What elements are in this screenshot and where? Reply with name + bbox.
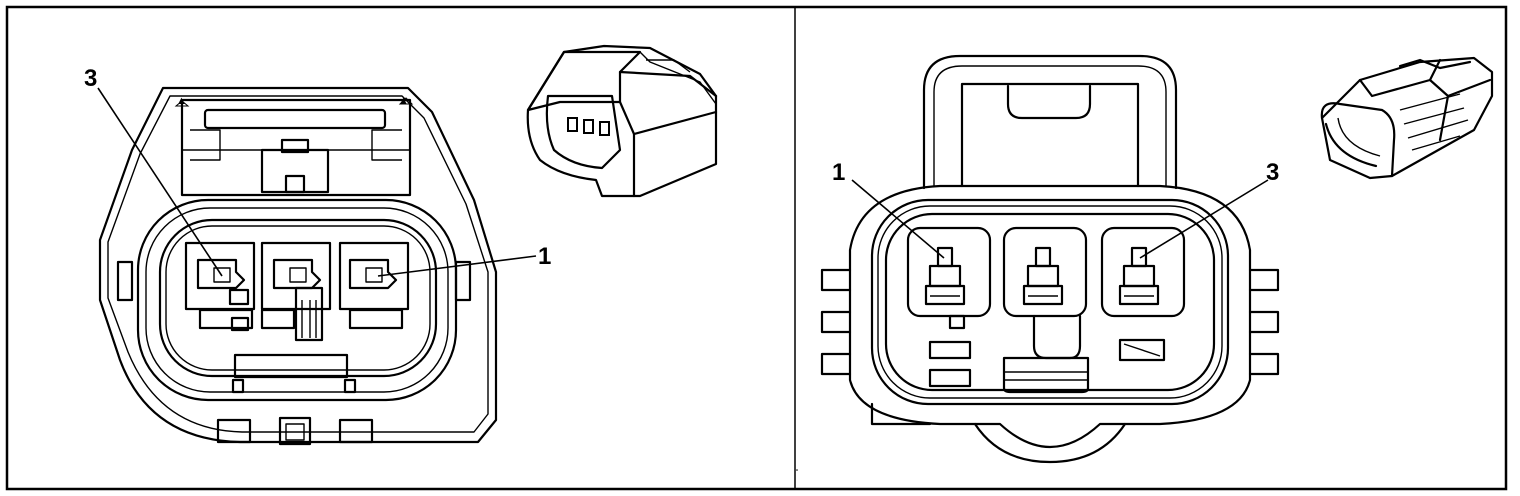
right-connector-face: [870, 198, 1230, 406]
outer-border: [5, 5, 1508, 491]
left-terminal-2: [260, 241, 332, 342]
left-label-pin1: 1: [538, 243, 551, 270]
left-leader-3: [97, 87, 223, 277]
left-leader-1: [377, 255, 537, 277]
left-terminal-3: [184, 241, 256, 332]
left-latch: [174, 97, 414, 197]
right-connector-thumbnail: [1320, 56, 1494, 180]
right-leader-1: [851, 179, 945, 259]
left-connector-thumbnail: [526, 44, 718, 198]
right-label-pin1: 1: [832, 159, 845, 186]
left-panel: ▲ ▲: [84, 44, 718, 446]
left-terminal-1: [338, 241, 410, 330]
right-terminal-3: [1100, 226, 1186, 318]
left-housing-outline: [98, 86, 498, 444]
warning-triangle-right: ▲: [398, 95, 409, 107]
left-label-pin3: 3: [84, 65, 97, 92]
right-terminal-2: [1002, 226, 1088, 318]
left-connector-face: [136, 198, 458, 402]
right-label-pin3: 3: [1266, 159, 1279, 186]
right-panel: 1 3: [820, 54, 1494, 464]
right-latch-arch: [922, 54, 1178, 190]
left-bottom-keys: [216, 416, 374, 446]
right-terminal-1: [906, 226, 992, 330]
warning-triangle-left: ▲: [176, 95, 187, 107]
right-leader-3: [1139, 179, 1269, 259]
